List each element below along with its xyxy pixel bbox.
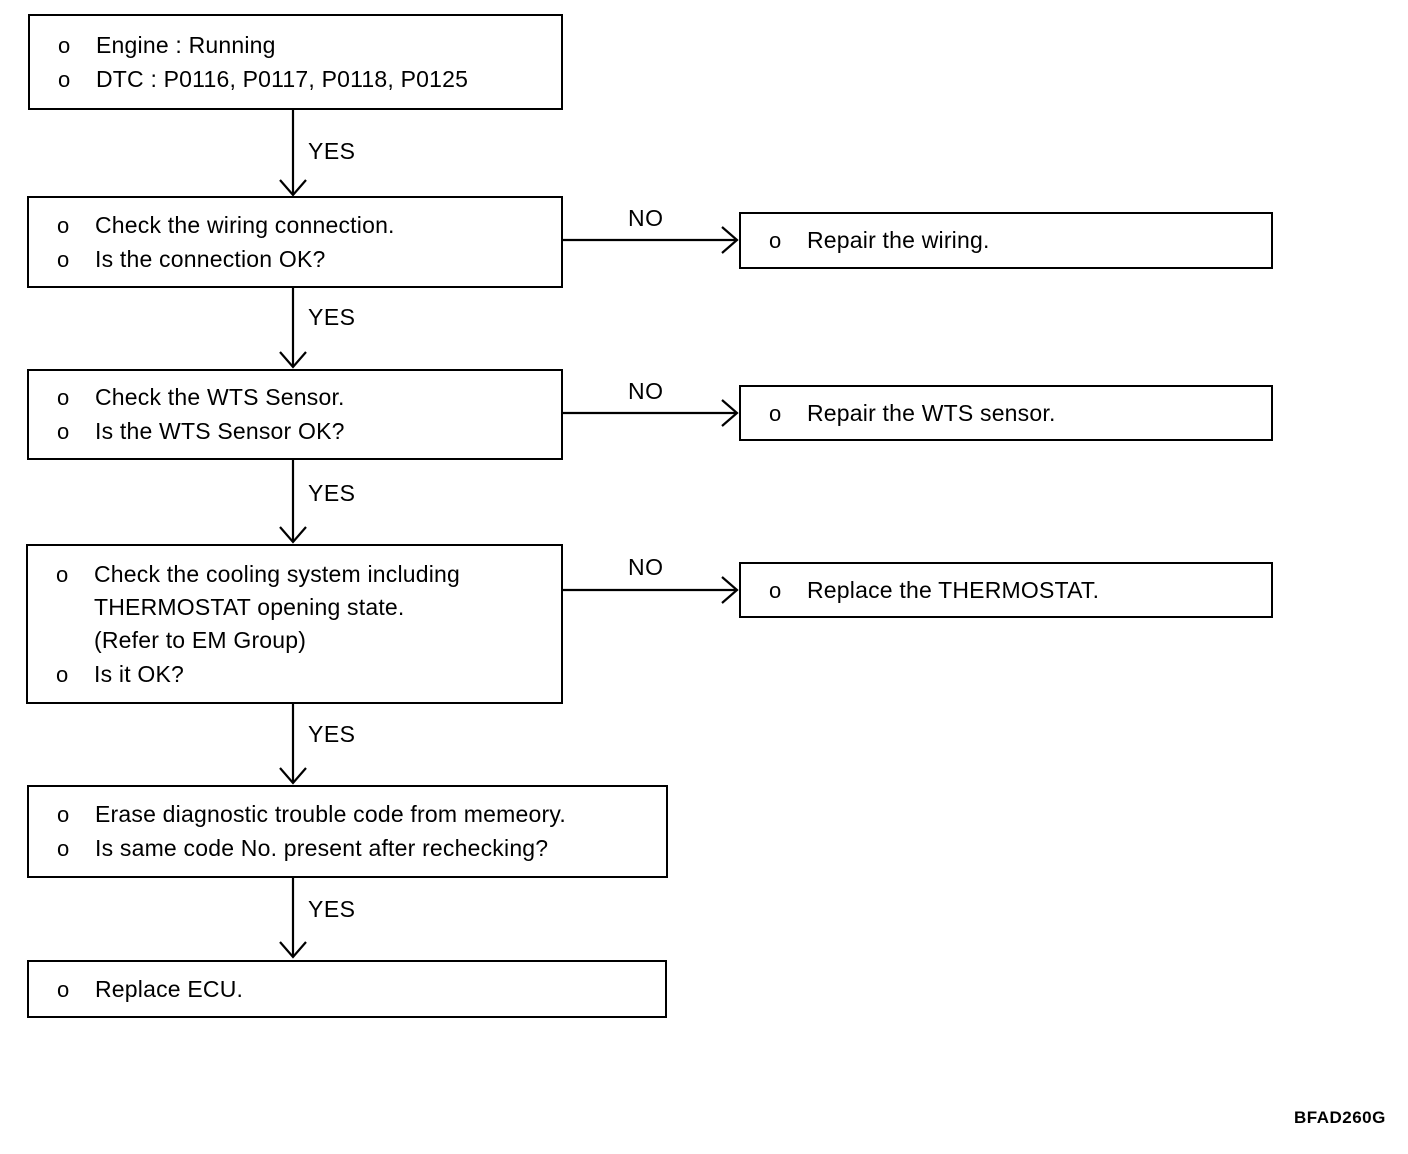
question-connection-ok: o Is the connection OK? — [29, 243, 561, 276]
step-check-wiring: o Check the wiring connection. — [29, 209, 561, 242]
flow-box-repair-wiring: o Repair the wiring. — [739, 212, 1273, 269]
flow-box-replace-ecu: o Replace ECU. — [27, 960, 667, 1018]
arrow-yes-check-cooling-to-erase-dtc — [279, 704, 307, 785]
bullet-marker: o — [769, 228, 782, 253]
yes-label-5: YES — [306, 896, 358, 923]
action-replace-thermostat: o Replace the THERMOSTAT. — [741, 574, 1271, 607]
bullet-marker: o — [57, 385, 70, 410]
flow-box-check-cooling: o Check the cooling system including THE… — [26, 544, 563, 704]
flow-box-replace-thermostat: o Replace the THERMOSTAT. — [739, 562, 1273, 618]
bullet-marker: o — [57, 802, 70, 827]
step-erase-dtc: o Erase diagnostic trouble code from mem… — [29, 798, 666, 831]
bullet-marker: o — [57, 976, 70, 1002]
arrow-yes-erase-dtc-to-replace-ecu — [279, 878, 307, 959]
step-check-wts-sensor: o Check the WTS Sensor. — [29, 381, 561, 414]
action-repair-wts-sensor: o Repair the WTS sensor. — [741, 397, 1271, 430]
flow-box-repair-wts: o Repair the WTS sensor. — [739, 385, 1273, 441]
flow-box-check-wts: o Check the WTS Sensor. o Is the WTS Sen… — [27, 369, 563, 460]
bullet-marker: o — [769, 577, 782, 603]
condition-dtc-codes: o DTC : P0116, P0117, P0118, P0125 — [30, 63, 561, 96]
flow-box-check-wiring: o Check the wiring connection. o Is the … — [27, 196, 563, 288]
no-label-1: NO — [626, 205, 666, 232]
figure-code: BFAD260G — [1294, 1108, 1386, 1127]
question-same-code-present: o Is same code No. present after recheck… — [29, 832, 666, 865]
yes-label-1: YES — [306, 138, 358, 165]
bullet-marker: o — [57, 836, 70, 861]
bullet-marker: o — [57, 212, 70, 238]
arrow-yes-start-to-check-wiring — [279, 110, 307, 197]
question-wts-sensor-ok: o Is the WTS Sensor OK? — [29, 415, 561, 448]
bullet-marker: o — [57, 419, 70, 444]
bullet-marker: o — [769, 400, 782, 426]
yes-label-3: YES — [306, 480, 358, 507]
arrow-yes-check-wts-to-check-cooling — [279, 460, 307, 544]
bullet-marker: o — [58, 32, 71, 58]
bullet-marker: o — [56, 661, 69, 687]
question-is-it-ok: o Is it OK? — [28, 658, 561, 691]
bullet-marker: o — [58, 66, 71, 92]
step-check-cooling-system: o Check the cooling system including THE… — [28, 558, 561, 657]
condition-engine-running: o Engine : Running — [30, 29, 561, 62]
flow-box-erase-dtc: o Erase diagnostic trouble code from mem… — [27, 785, 668, 878]
bullet-marker: o — [57, 246, 70, 272]
yes-label-2: YES — [306, 304, 358, 331]
arrow-yes-check-wiring-to-check-wts — [279, 288, 307, 369]
action-replace-ecu: o Replace ECU. — [29, 973, 665, 1006]
action-repair-wiring: o Repair the wiring. — [741, 224, 1271, 257]
flow-box-start: o Engine : Running o DTC : P0116, P0117,… — [28, 14, 563, 110]
bullet-marker: o — [56, 561, 69, 587]
no-label-2: NO — [626, 378, 666, 405]
yes-label-4: YES — [306, 721, 358, 748]
no-label-3: NO — [626, 554, 666, 581]
